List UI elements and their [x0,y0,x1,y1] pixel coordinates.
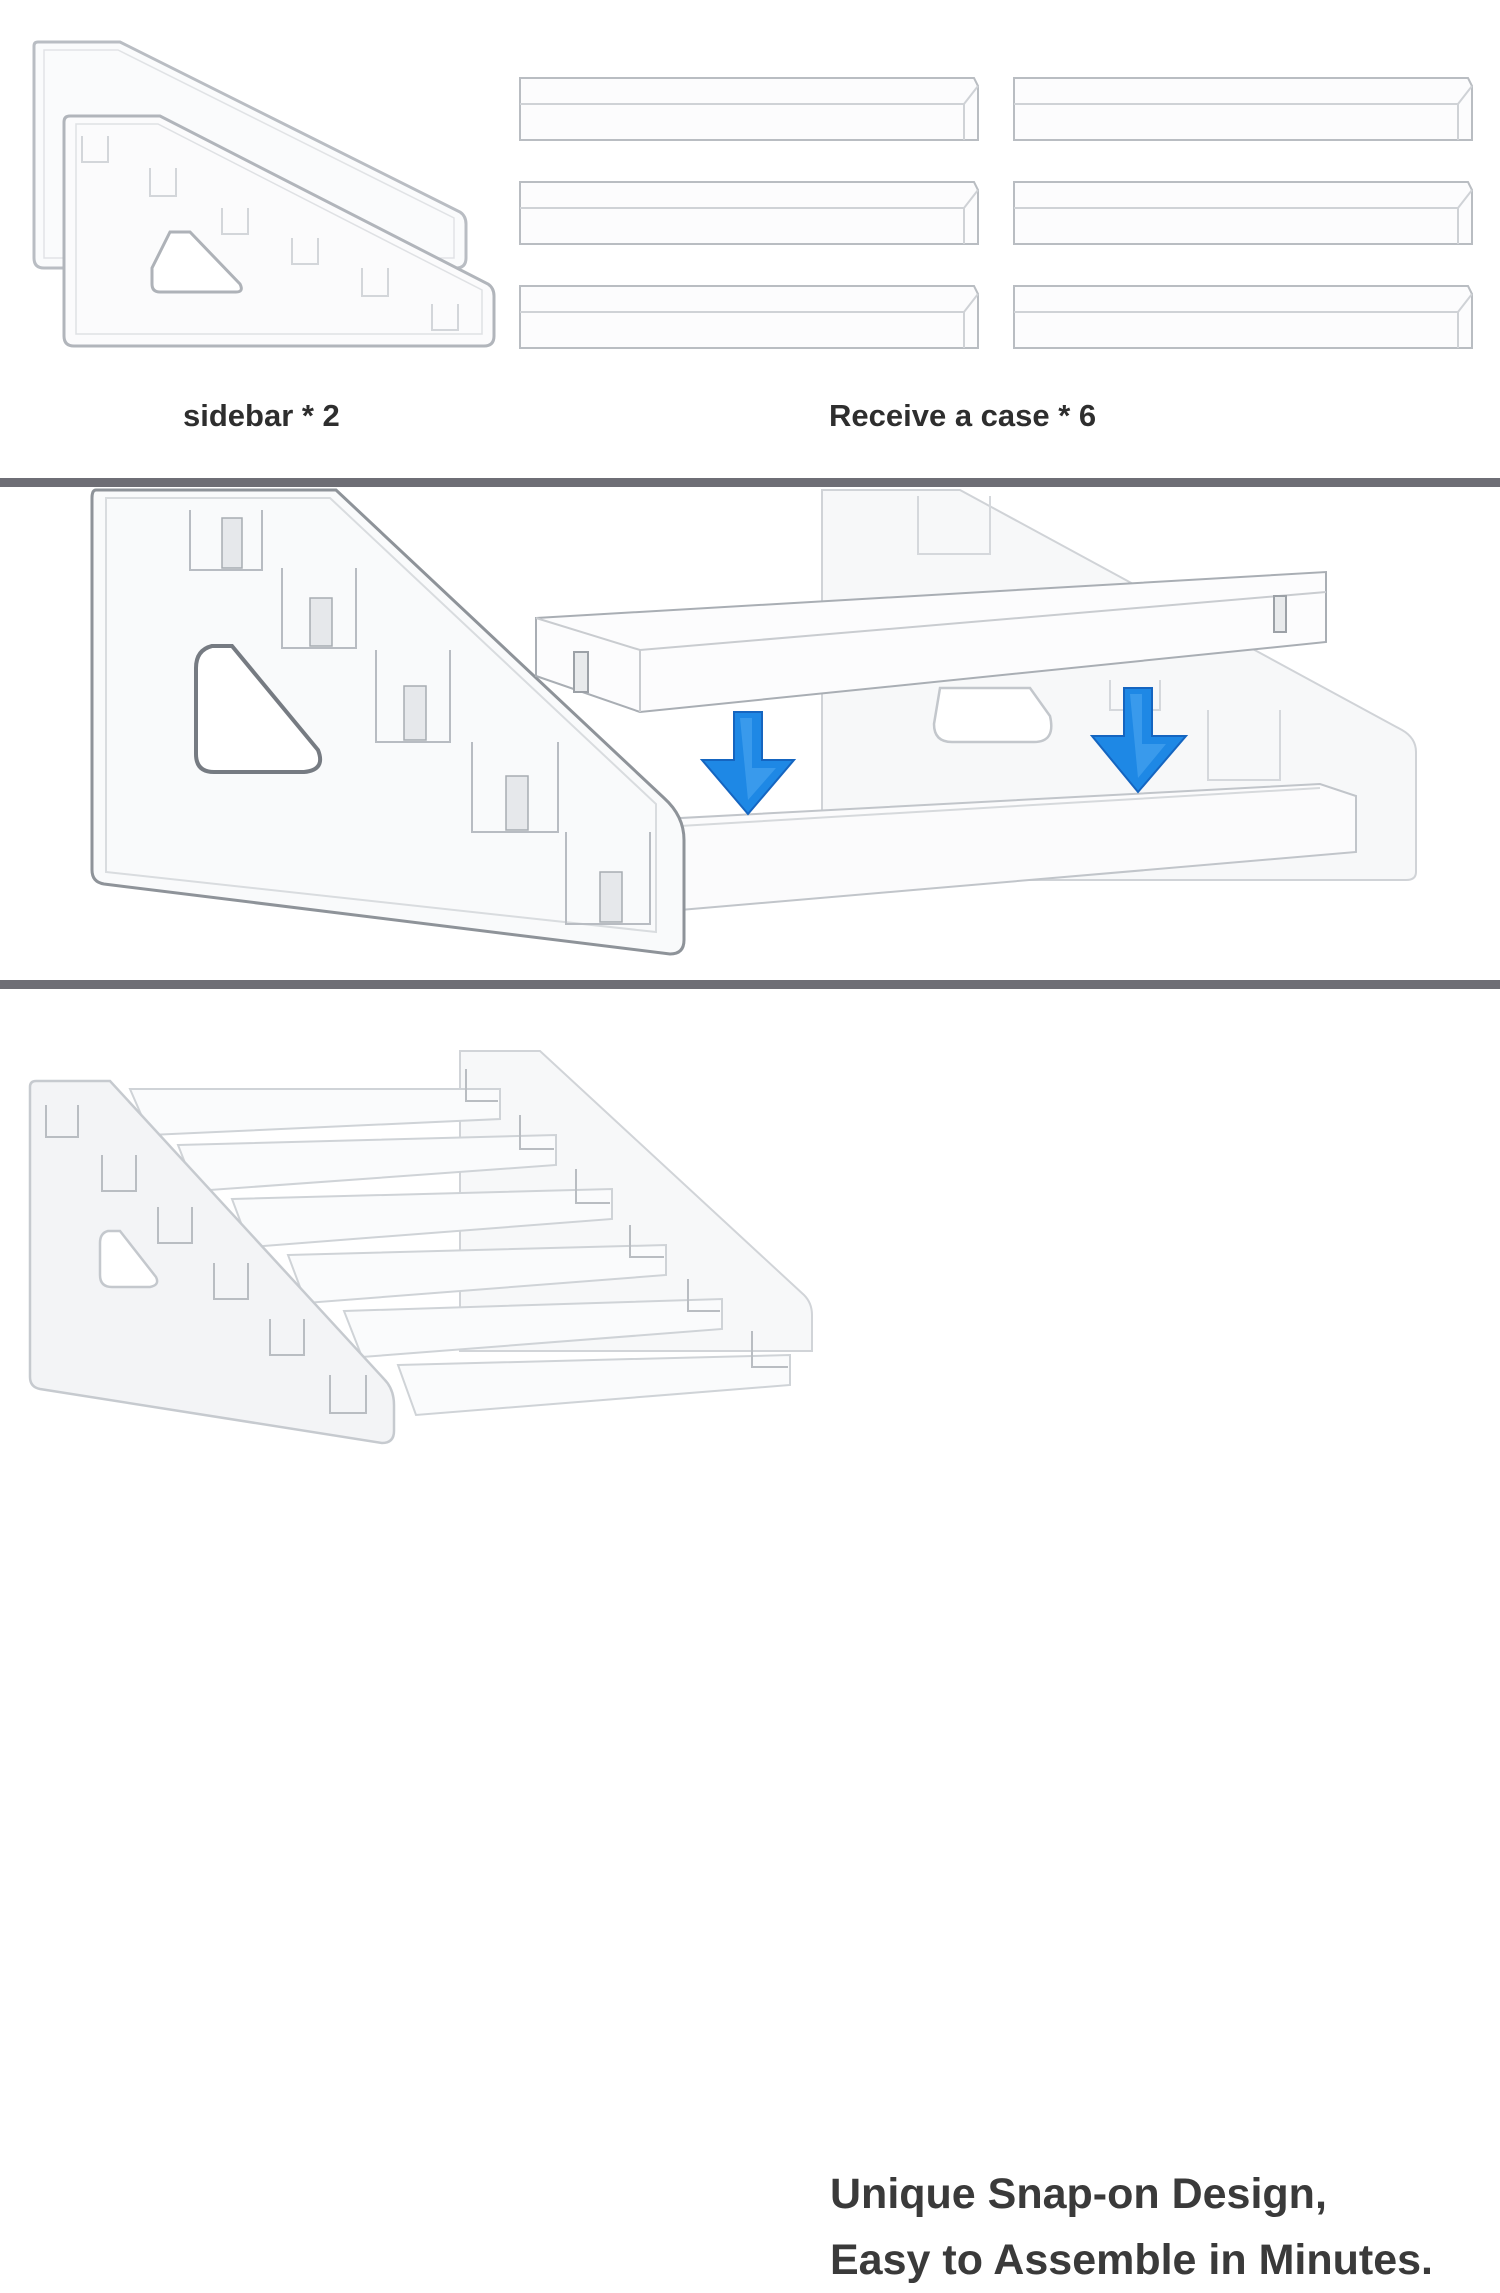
case-rails [519,77,1473,349]
assembled-rack-illustration [28,1050,813,1445]
case-caption: Receive a case * 6 [829,398,1097,433]
section-divider [0,478,1500,487]
arrow-down-icon [1089,687,1189,794]
tagline: Unique Snap-on Design, Easy to Assemble … [830,2161,1433,2293]
case-rail [519,181,979,245]
sidebar-caption: sidebar * 2 [183,398,340,433]
case-rail [519,285,979,349]
tagline-line-2: Easy to Assemble in Minutes. [830,2236,1433,2284]
side-panel-back [821,489,1417,881]
arrow-down-icon [699,711,797,816]
parts-illustration [32,40,1473,349]
upper-case-rail [535,570,1327,714]
case-rail [1013,285,1473,349]
lower-case-rail [567,782,1357,911]
sidebar-piece-front [62,114,496,348]
case-rail [1013,181,1473,245]
assembly-panel [0,480,1500,985]
assembly-illustration [90,488,1417,956]
parts-panel: sidebar * 2 Receive a case * 6 [0,0,1500,480]
rack-shelves [128,1088,791,1417]
result-panel: Unique Snap-on Design, Easy to Assemble … [0,985,1500,2284]
case-rail [1013,77,1473,141]
section-divider [0,980,1500,989]
rack-side-panel-front [28,1079,396,1445]
side-panel-front [90,488,686,956]
case-rail [519,77,979,141]
tagline-line-1: Unique Snap-on Design, [830,2170,1327,2218]
rack-clips [465,1069,788,1368]
